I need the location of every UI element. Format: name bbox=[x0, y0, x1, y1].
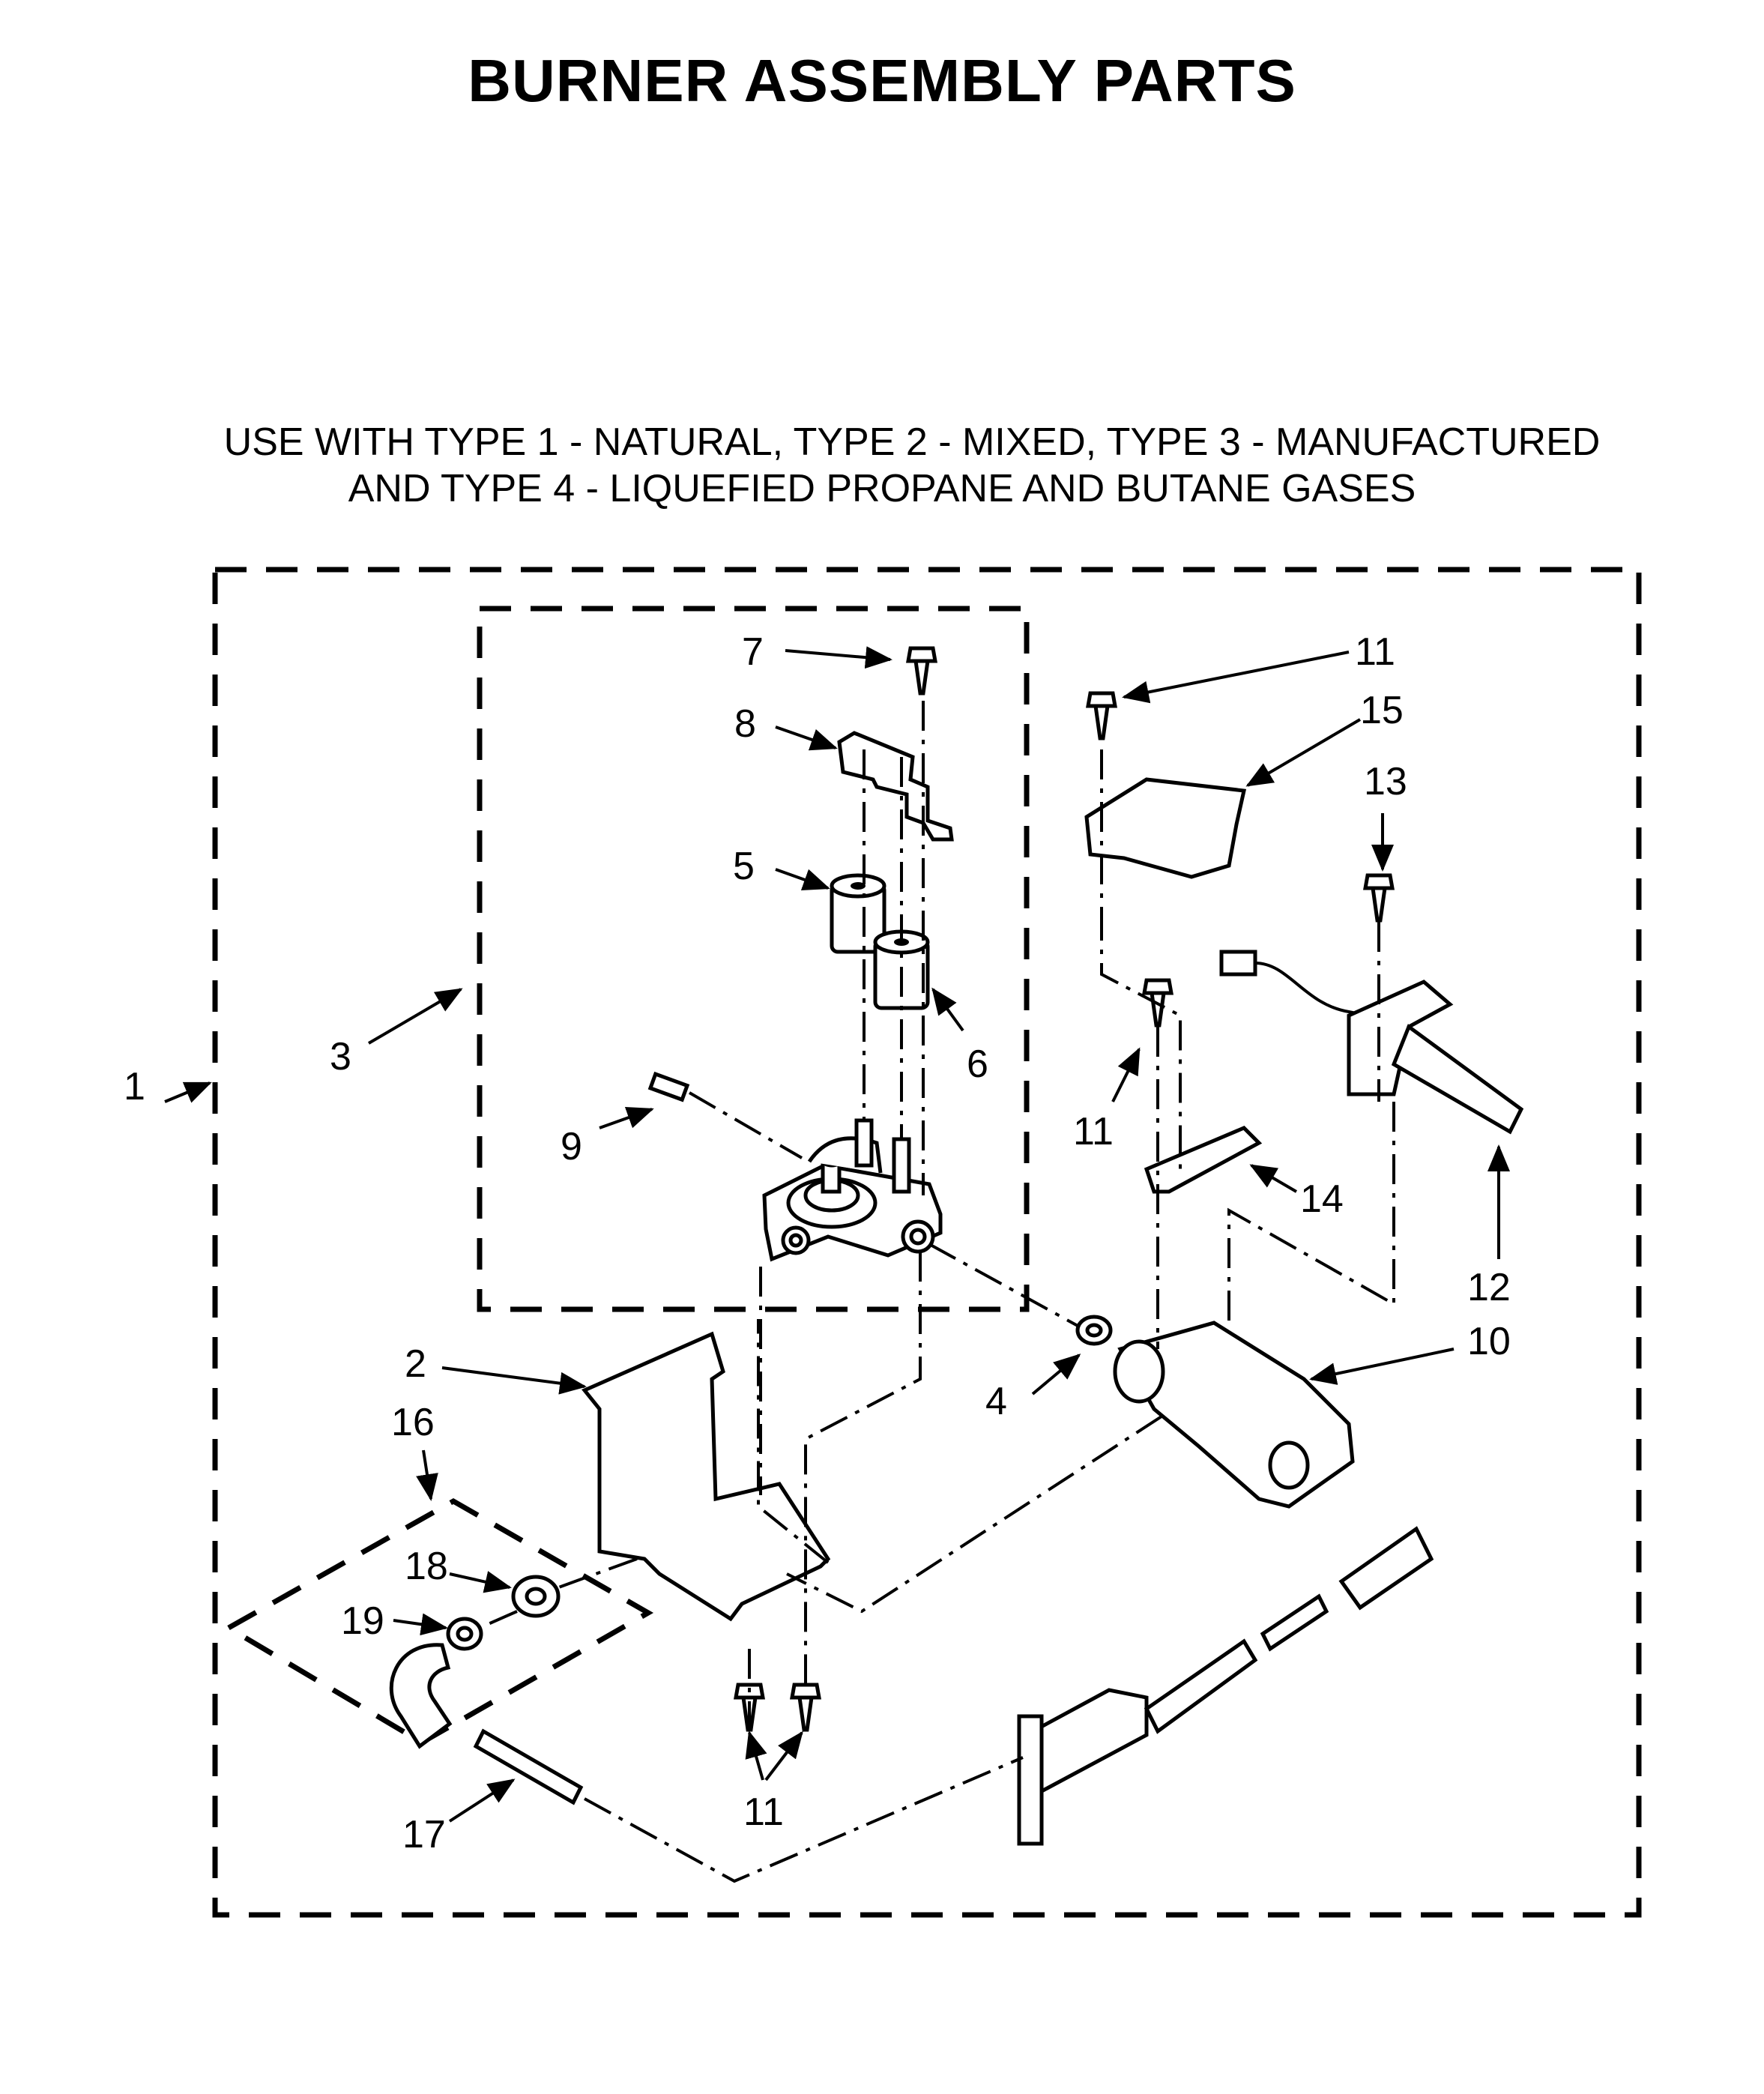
callout-4: 4 bbox=[985, 1380, 1007, 1423]
hose-kit-boundary bbox=[223, 1497, 654, 1746]
callout-14: 14 bbox=[1300, 1177, 1344, 1221]
burner-10 bbox=[1113, 1321, 1355, 1509]
callout-1: 1 bbox=[124, 1065, 145, 1108]
elbow-fitting bbox=[389, 1643, 453, 1749]
subtitle-line-1: USE WITH TYPE 1 - NATURAL, TYPE 2 - MIXE… bbox=[223, 420, 1601, 464]
screw-11-bottom-right bbox=[790, 1683, 821, 1732]
leader-arrows bbox=[164, 646, 1510, 1823]
coil-bracket-8 bbox=[837, 731, 954, 842]
gas-valve-body bbox=[762, 1118, 943, 1262]
washer-19 bbox=[446, 1617, 483, 1651]
callout-15: 15 bbox=[1360, 689, 1404, 732]
pipe-17 bbox=[473, 1728, 584, 1805]
screw-7 bbox=[906, 646, 937, 696]
callout-5: 5 bbox=[733, 845, 755, 888]
callout-10: 10 bbox=[1467, 1320, 1511, 1363]
igniter-12 bbox=[1219, 950, 1524, 1135]
callout-11-upper: 11 bbox=[1355, 630, 1395, 674]
callout-8: 8 bbox=[734, 702, 756, 746]
callout-9: 9 bbox=[561, 1125, 582, 1168]
callout-3: 3 bbox=[330, 1035, 351, 1078]
subtitle-line-2: AND TYPE 4 - LIQUEFIED PROPANE AND BUTAN… bbox=[348, 467, 1416, 510]
bracket-14 bbox=[1144, 1126, 1263, 1194]
page-title: BURNER ASSEMBLY PARTS bbox=[468, 47, 1296, 114]
callout-12: 12 bbox=[1467, 1266, 1511, 1309]
orifice-4 bbox=[1075, 1315, 1113, 1346]
callout-16: 16 bbox=[391, 1401, 435, 1444]
callout-17: 17 bbox=[402, 1813, 446, 1856]
callout-18: 18 bbox=[405, 1545, 448, 1588]
callout-7: 7 bbox=[742, 630, 764, 674]
manifold-bracket-2 bbox=[582, 1331, 831, 1622]
callout-11-middle: 11 bbox=[1073, 1110, 1114, 1153]
sensor-15 bbox=[1084, 777, 1247, 879]
screw-13 bbox=[1363, 873, 1395, 923]
callout-6: 6 bbox=[967, 1043, 988, 1086]
callout-19: 19 bbox=[341, 1599, 384, 1643]
set-screw-9 bbox=[647, 1071, 690, 1102]
screw-11-upper bbox=[1086, 691, 1117, 740]
hose-assembly bbox=[1017, 1526, 1434, 1846]
coil-5 bbox=[830, 873, 886, 954]
screw-11-middle bbox=[1142, 978, 1174, 1028]
valve-assembly-boundary bbox=[477, 606, 1030, 1312]
callout-11-bottom: 11 bbox=[743, 1790, 784, 1834]
assembly-center-lines bbox=[479, 701, 1395, 1883]
nut-18 bbox=[511, 1575, 561, 1618]
callout-2: 2 bbox=[405, 1342, 426, 1386]
outer-assembly-boundary bbox=[212, 567, 1642, 1918]
callout-13: 13 bbox=[1364, 760, 1407, 803]
